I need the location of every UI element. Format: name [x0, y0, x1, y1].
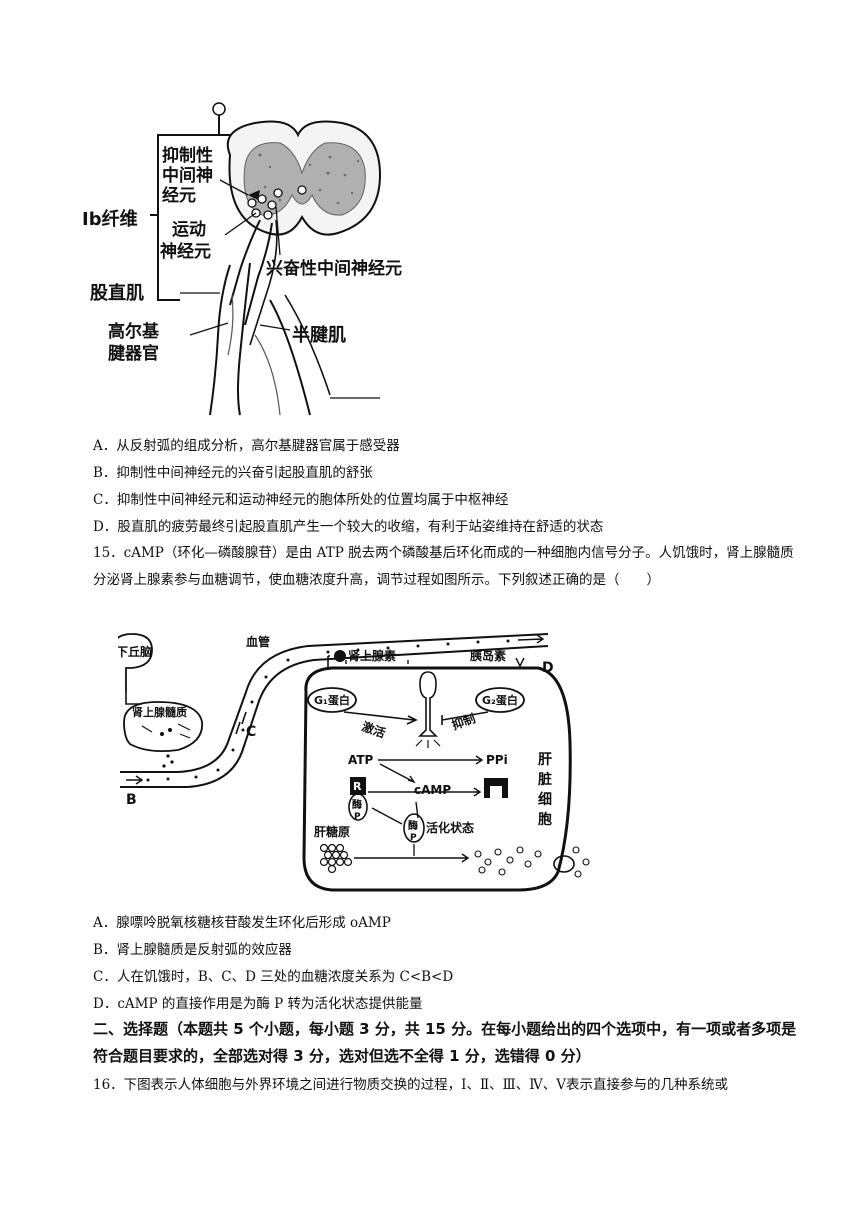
insulin-receptor-icon [515, 657, 525, 668]
label-atp: ATP [348, 753, 374, 767]
q15-option-d: D．cAMP 的直接作用是为酶 P 转为活化状态提供能量 [93, 996, 423, 1012]
label-ib-fiber: Ib纤维 [82, 208, 138, 230]
label-adrenaline: 肾上腺素 [348, 648, 396, 663]
label-inhibitory-3: 经元 [162, 185, 196, 206]
label-point-d: D [542, 660, 554, 676]
q15-stem: 15．cAMP（环化—磷酸腺苷）是由 ATP 脱去两个磷酸基后环化而成的一种细胞… [93, 545, 794, 588]
label-enzyme: 酶 [352, 798, 362, 811]
label-camp: cAMP [414, 783, 451, 797]
q14-option-c: C．抑制性中间神经元和运动神经元的胞体所处的位置均属于中枢神经 [93, 492, 509, 508]
q14-option-d: D．股直肌的疲劳最终引起股直肌产生一个较大的收缩，有利于站姿维持在舒适的状态 [93, 519, 604, 535]
label-active-state: 活化状态 [426, 820, 474, 835]
label-semitendinosus: 半腱肌 [292, 324, 346, 346]
vessel-wall-inner [120, 645, 549, 788]
label-p: P [354, 812, 361, 822]
vessel-wall-outer [120, 633, 549, 773]
ib-fiber-line [157, 134, 219, 301]
label-g2-protein: G₂蛋白 [482, 693, 518, 707]
g1-protein-shape [307, 687, 357, 713]
label-vessel: 血管 [246, 634, 270, 649]
label-enzyme-active: 酶 [408, 819, 418, 832]
r-subunit-block [350, 777, 366, 795]
label-g1-protein: G₁蛋白 [314, 693, 350, 707]
label-point-c: C [246, 724, 256, 740]
electrode-icon [212, 102, 226, 116]
label-excitatory: 兴奋性中间神经元 [266, 258, 402, 279]
label-inhibitory-1: 抑制性 [162, 145, 213, 166]
label-p-active: P [410, 833, 417, 843]
adrenal-medulla-shape [123, 701, 203, 753]
figure-glucose-regulation: 血管 下丘脑 肾上腺髓质 C B D 肾上腺素 胰岛素 G₁蛋白 G₂蛋白 激活… [118, 622, 598, 897]
label-r: R [353, 780, 362, 793]
glucose-molecules [474, 846, 590, 878]
figure-spinal-reflex: 抑制性 中间神 经元 Ib纤维 运动 神经元 兴奋性中间神经元 股直肌 高尔基 … [80, 95, 460, 425]
enzyme-p-shape [348, 793, 368, 821]
r-dimer-shape [484, 778, 508, 798]
label-liver-2: 脏 [538, 771, 552, 788]
q14-option-a: A．从反射弧的组成分析，高尔基腱器官属于感受器 [93, 438, 400, 454]
glucose-regulation-diagram: 血管 下丘脑 肾上腺髓质 C B D 肾上腺素 胰岛素 G₁蛋白 G₂蛋白 激活… [118, 633, 590, 892]
q16-stem: 16．下图表示人体细胞与外界环境之间进行物质交换的过程，Ⅰ、Ⅱ、Ⅲ、Ⅳ、Ⅴ表示直… [93, 1077, 728, 1093]
label-ppi: PPi [486, 753, 508, 767]
label-motor-1: 运动 [172, 220, 206, 240]
q15-option-a: A．腺嘌呤脱氧核糖核苷酸发生环化后形成 oAMP [93, 915, 391, 931]
label-hypothalamus: 下丘脑 [118, 644, 152, 659]
label-golgi-1: 高尔基 [108, 321, 160, 342]
g2-protein-shape [475, 687, 525, 713]
glycogen-granules [319, 843, 353, 874]
label-golgi-2: 腱器官 [108, 343, 159, 364]
label-liver-3: 细 [538, 791, 552, 808]
spinal-reflex-diagram: 抑制性 中间神 经元 Ib纤维 运动 神经元 兴奋性中间神经元 股直肌 高尔基 … [82, 102, 402, 416]
q14-option-b: B．抑制性中间神经元的兴奋引起股直肌的舒张 [93, 465, 373, 481]
label-activate: 激活 [360, 718, 388, 740]
label-motor-2: 神经元 [160, 241, 211, 262]
hypothalamus-shape [118, 633, 153, 692]
adenylyl-cyclase-shape [418, 671, 438, 737]
label-inhibitory-2: 中间神 [162, 165, 213, 186]
q15-option-c: C．人在饥饿时，B、C、D 三处的血糖浓度关系为 C<B<D [93, 969, 454, 985]
label-inhibit: 抑制 [450, 710, 478, 732]
q15-option-b: B．肾上腺髓质是反射弧的效应器 [93, 942, 292, 958]
active-enzyme-shape [403, 813, 425, 843]
glucose-transporter-shape [553, 855, 575, 873]
label-adrenal-medulla: 肾上腺髓质 [132, 705, 187, 719]
label-rectus: 股直肌 [89, 282, 144, 304]
label-insulin: 胰岛素 [470, 648, 506, 663]
section-2-heading: 二、选择题（本题共 5 个小题，每小题 3 分，共 15 分。在每小题给出的四个… [93, 1020, 797, 1065]
label-point-b: B [126, 792, 137, 808]
neuron-cluster [247, 188, 283, 220]
liver-cell-membrane [302, 666, 572, 892]
grey-matter [243, 142, 366, 216]
label-liver-4: 胞 [537, 811, 552, 828]
label-glycogen: 肝糖原 [314, 824, 350, 839]
label-liver-1: 肝 [538, 752, 552, 768]
inhibitory-neuron-marker [248, 190, 260, 200]
adrenaline-molecule-icon [334, 650, 346, 662]
